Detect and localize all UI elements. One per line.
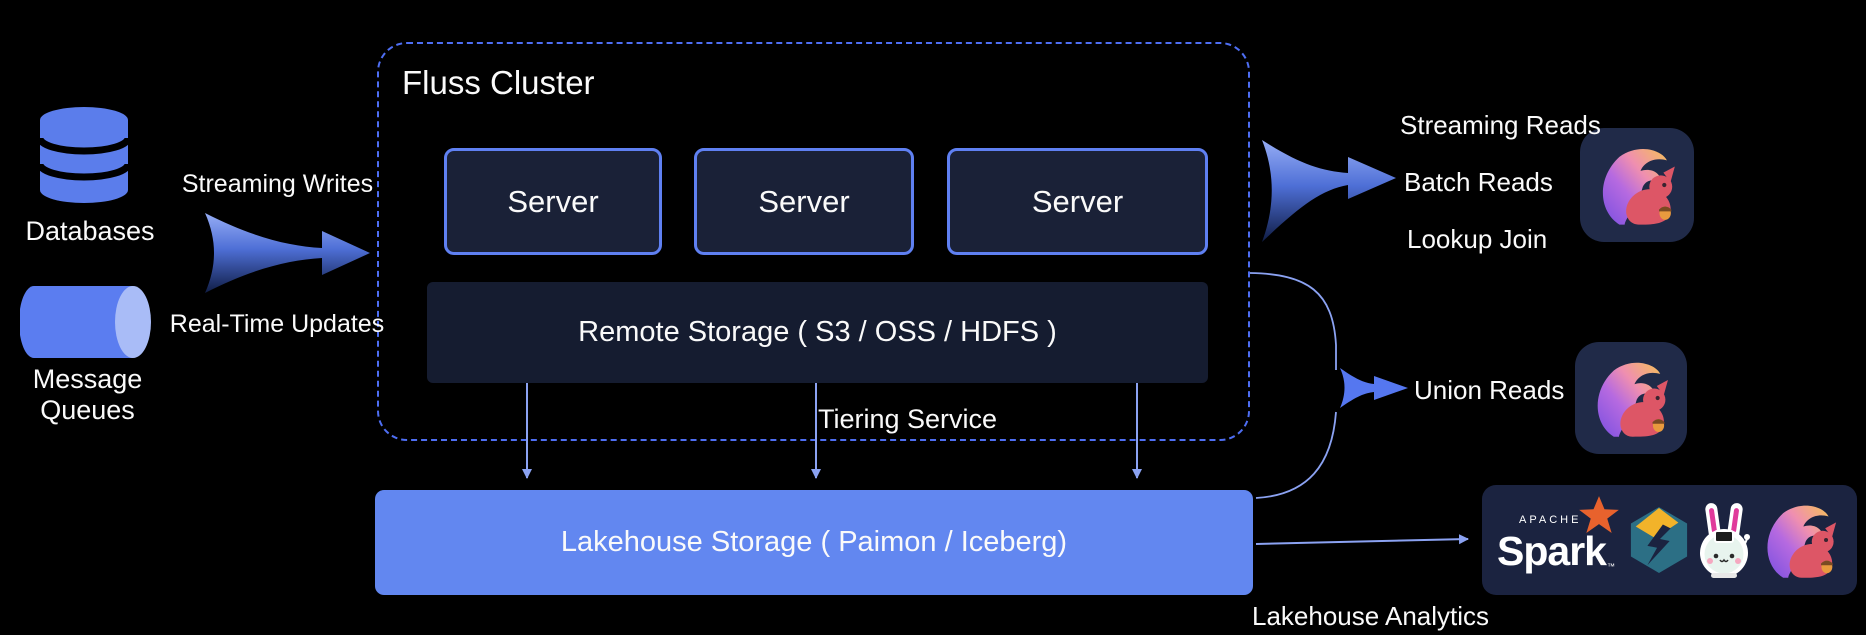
fluss-cluster-title: Fluss Cluster: [402, 64, 595, 101]
spark-trademark: ™: [1607, 562, 1615, 571]
streaming-writes-label: Streaming Writes: [181, 170, 374, 198]
flink-squirrel-icon: [1588, 355, 1674, 441]
spark-star-icon: [1579, 496, 1619, 533]
lookup-join-label: Lookup Join: [1407, 224, 1548, 254]
lakehouse-analytics-arrow: [1255, 534, 1469, 545]
union-reads-label: Union Reads: [1414, 375, 1565, 405]
union-reads-funnel-arrow: [1340, 368, 1408, 408]
message-queue-cylinder-icon: [20, 286, 151, 358]
reads-funnel-arrow: [1262, 140, 1396, 242]
spark-wordmark: Spark: [1497, 528, 1607, 574]
server-2-label: Server: [758, 183, 850, 219]
fluss-cluster-boundary: [377, 42, 1250, 441]
streaming-reads-label: Streaming Reads: [1400, 110, 1601, 140]
flink-icon-box-union: [1575, 342, 1687, 454]
database-cylinder-icon: [36, 107, 132, 203]
flink-icon-box-reads: [1580, 128, 1694, 242]
server-3-label: Server: [1031, 183, 1124, 219]
tiering-service-label: Tiering Service: [818, 404, 998, 434]
flink-squirrel-icon: [1758, 498, 1842, 582]
server-box-3: Server: [947, 148, 1208, 255]
remote-storage-box: Remote Storage ( S3 / OSS / HDFS ): [427, 282, 1208, 383]
lakehouse-analytics-logos-box: APACHE Spark ™: [1482, 485, 1857, 595]
apache-spark-logo: APACHE Spark ™: [1497, 496, 1621, 579]
lakehouse-storage-bar: Lakehouse Storage ( Paimon / Iceberg): [375, 490, 1253, 595]
starrocks-icon: [1630, 507, 1688, 573]
spark-apache-text: APACHE: [1519, 514, 1582, 526]
message-queues-label: Message Queues: [32, 364, 143, 425]
real-time-updates-label: Real-Time Updates: [169, 310, 385, 338]
flink-squirrel-icon: [1593, 141, 1681, 229]
lakehouse-analytics-label: Lakehouse Analytics: [1252, 601, 1490, 631]
union-curve-from-cluster: [1249, 272, 1337, 370]
lakehouse-storage-label: Lakehouse Storage ( Paimon / Iceberg): [560, 526, 1068, 558]
databases-label: Databases: [25, 216, 155, 246]
ingest-funnel-arrow: [205, 213, 370, 293]
trino-bunny-icon: [1700, 503, 1750, 578]
remote-storage-label: Remote Storage ( S3 / OSS / HDFS ): [578, 316, 1057, 348]
batch-reads-label: Batch Reads: [1404, 167, 1553, 197]
server-box-2: Server: [694, 148, 914, 255]
server-box-1: Server: [444, 148, 662, 255]
union-curve-from-lakehouse: [1255, 411, 1337, 499]
server-1-label: Server: [507, 183, 599, 219]
